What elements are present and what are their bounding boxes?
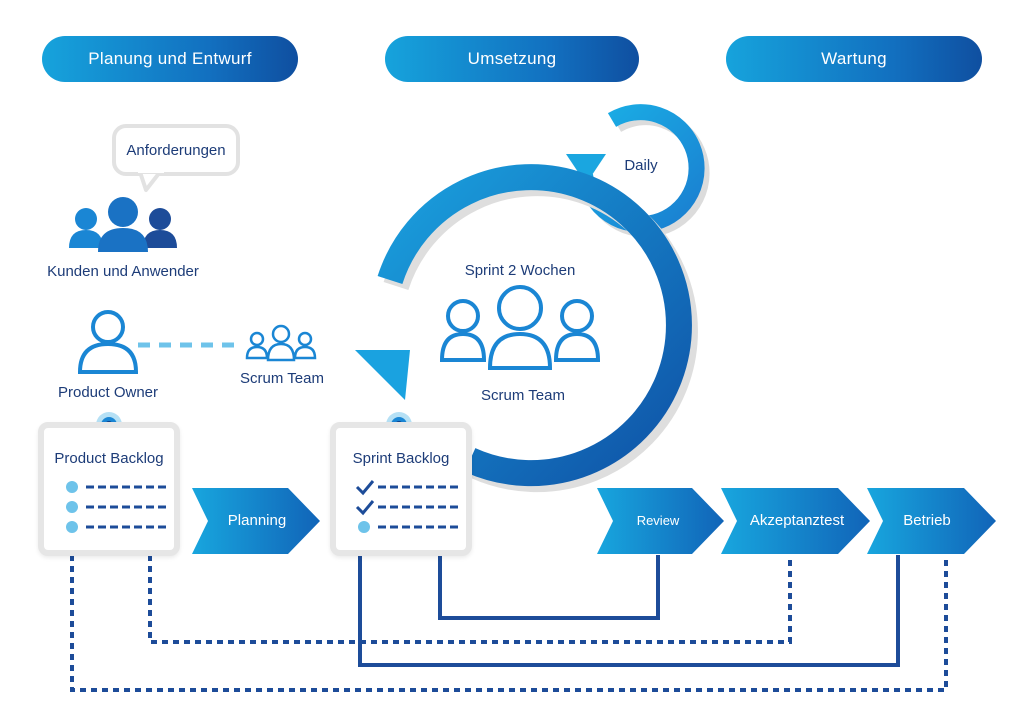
list-bullet xyxy=(66,521,78,533)
requirements-bubble: Anforderungen xyxy=(112,124,240,176)
acceptance-dashed-line xyxy=(148,555,792,644)
daily-label: Daily xyxy=(624,157,658,174)
sprint-backlog-title: Sprint Backlog xyxy=(352,450,450,467)
operation-step-label: Betrieb xyxy=(903,512,951,529)
bubble-tail xyxy=(138,172,164,192)
product-backlog-card: Product Backlog xyxy=(38,422,180,556)
check-icon xyxy=(355,500,375,516)
check-icon xyxy=(355,480,375,496)
scrum-team-center-icon xyxy=(439,285,601,370)
phase-maintenance-label: Wartung xyxy=(821,49,887,68)
sprint-backlog-card: Sprint Backlog xyxy=(330,422,472,556)
outer-dashed-line xyxy=(70,555,948,692)
sprint-arrowhead xyxy=(355,350,410,400)
operation-arrow xyxy=(867,488,996,554)
scrum-team-small-label: Scrum Team xyxy=(240,370,324,387)
review-loop-line xyxy=(438,555,660,620)
list-bullet xyxy=(358,521,370,533)
review-arrow xyxy=(597,488,724,554)
list-bullet xyxy=(66,501,78,513)
product-owner-label: Product Owner xyxy=(57,384,159,401)
acceptance-arrow xyxy=(721,488,870,554)
scrum-team-center-label: Scrum Team xyxy=(481,387,565,404)
flow-lines xyxy=(70,555,948,692)
review-step-label: Review xyxy=(636,513,680,528)
sprint-ring-arc xyxy=(377,164,692,487)
daily-arrowhead xyxy=(566,154,606,184)
operation-loop-line xyxy=(358,555,900,667)
customers-label: Kunden und Anwender xyxy=(47,263,199,280)
customers-group-icon xyxy=(69,197,177,252)
planning-step-label: Planning xyxy=(227,512,287,529)
sprint-backlog-list xyxy=(355,480,458,533)
sprint-label: Sprint 2 Wochen xyxy=(464,262,576,279)
scrum-team-small-icon xyxy=(245,324,317,362)
list-bullet xyxy=(66,481,78,493)
product-backlog-title: Product Backlog xyxy=(54,450,164,467)
phase-implementation-pill: Umsetzung xyxy=(385,36,639,82)
acceptance-step-label: Akzeptanztest xyxy=(749,512,845,529)
phase-planning-label: Planung und Entwurf xyxy=(88,49,252,68)
planning-arrow xyxy=(192,488,320,554)
requirements-label: Anforderungen xyxy=(126,141,226,159)
product-owner-icon xyxy=(77,310,139,374)
product-backlog-list xyxy=(66,481,166,533)
phase-implementation-label: Umsetzung xyxy=(467,49,557,68)
phase-planning-pill: Planung und Entwurf xyxy=(42,36,298,82)
phase-maintenance-pill: Wartung xyxy=(726,36,982,82)
sprint-ring xyxy=(355,164,698,493)
process-arrows xyxy=(192,488,996,554)
